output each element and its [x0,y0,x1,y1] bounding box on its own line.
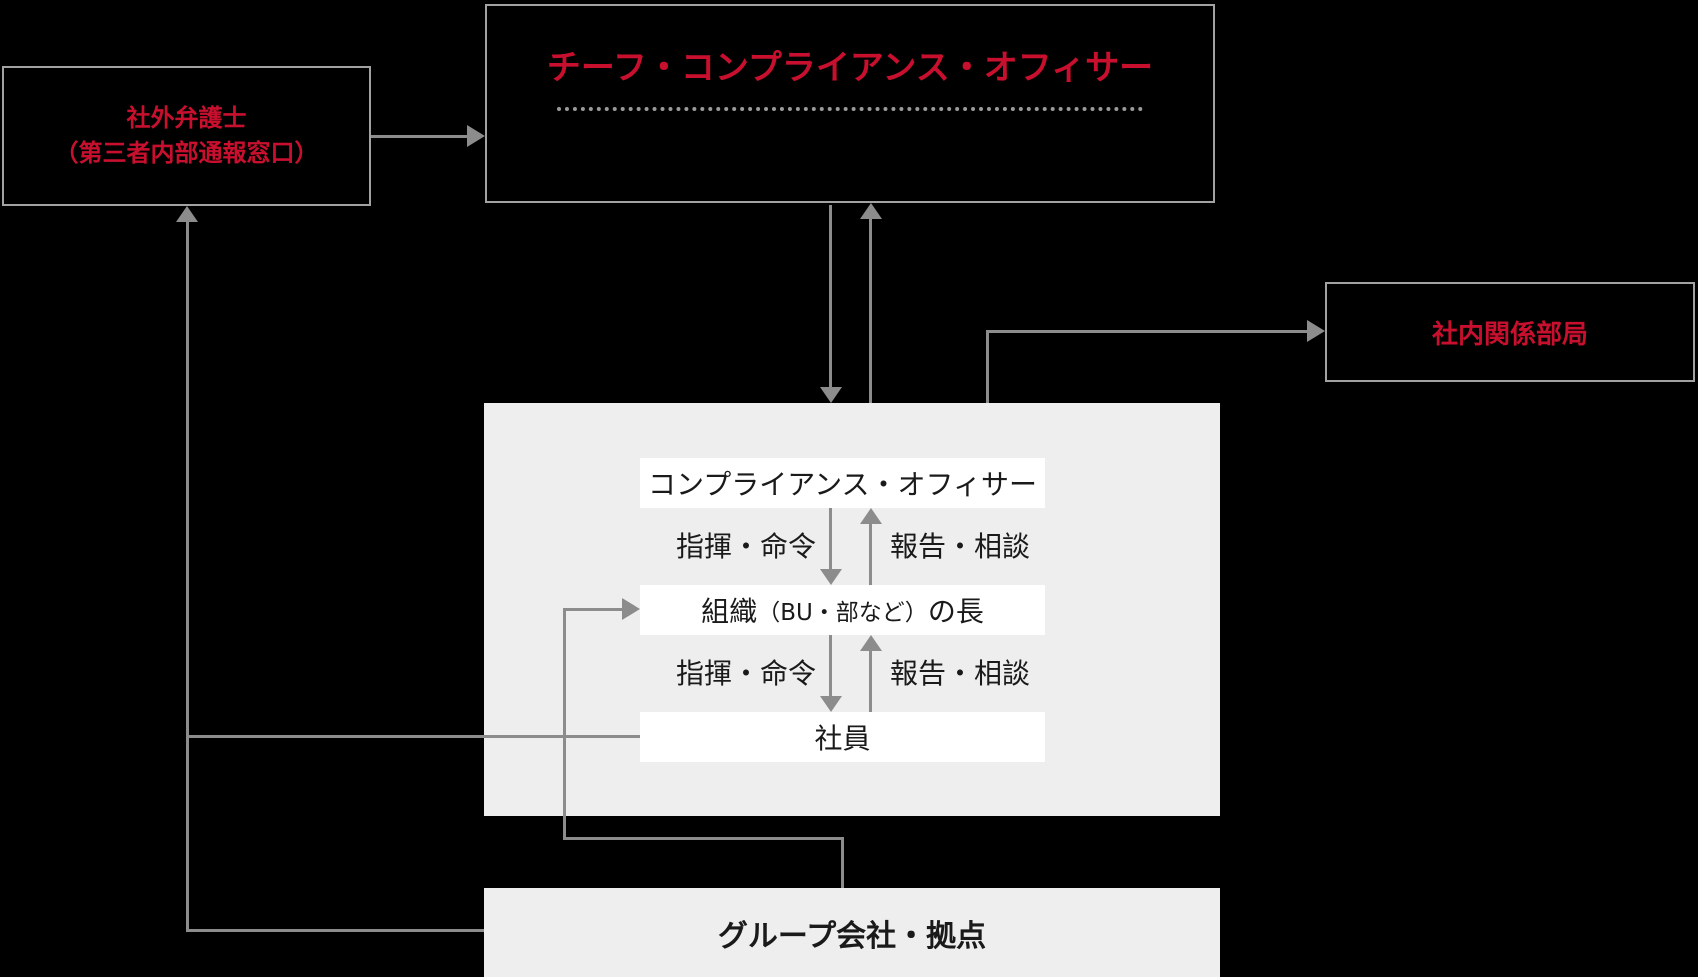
row1-up-line [869,524,872,585]
cco-to-panel-line [829,205,832,387]
panel-to-internal-vline [986,331,989,403]
org-head-paren: （BU・部など） [757,600,928,626]
row2-report-label: 報告・相談 [890,657,1031,690]
panel-to-cco-arrowhead-icon [860,203,882,219]
employees-box: 社員 [640,712,1045,762]
report-to-lawyer-arrowhead-icon [176,206,198,222]
lawyer-to-cco-arrowhead-icon [467,125,485,147]
row2-down-arrowhead-icon [820,696,842,712]
group-to-org-bottom-hline [563,837,844,840]
row1-report-label: 報告・相談 [890,530,1031,563]
dotted-separator [557,107,1143,111]
row2-up-line [869,651,872,712]
group-to-org-arrowhead-icon [622,598,640,620]
employees-to-lawyer-hline [186,735,640,738]
row2-command-label: 指揮・命令 [675,657,816,690]
external-lawyer-box: 社外弁護士 （第三者内部通報窓口） [2,66,371,206]
org-head-box: 組織（BU・部など）の長 [640,585,1045,635]
compliance-officer-label: コンプライアンス・オフィサー [648,468,1037,501]
lawyer-to-cco-line [371,135,467,138]
external-lawyer-line1: 社外弁護士 [126,104,247,132]
group-to-org-vline [563,608,566,840]
compliance-officer-box: コンプライアンス・オフィサー [640,458,1045,508]
chief-compliance-officer-box: チーフ・コンプライアンス・オフィサー [485,4,1215,203]
panel-to-cco-line [869,219,872,403]
org-head-prefix: 組織 [701,595,758,628]
group-companies-label: グループ会社・拠点 [717,918,987,954]
chief-compliance-officer-title: チーフ・コンプライアンス・オフィサー [546,48,1154,88]
external-lawyer-line2: （第三者内部通報窓口） [54,139,319,167]
panel-to-internal-arrowhead-icon [1307,320,1325,342]
group-to-lawyer-hline [186,929,484,932]
row1-command-label: 指揮・命令 [675,530,816,563]
group-to-org-top-hline [563,608,622,611]
cco-to-panel-arrowhead-icon [820,387,842,403]
row2-up-arrowhead-icon [860,635,882,651]
internal-departments-label: 社内関係部局 [1431,319,1588,350]
row1-up-arrowhead-icon [860,508,882,524]
employees-label: 社員 [814,722,871,755]
group-to-org-riser-vline [841,837,844,888]
group-companies-box: グループ会社・拠点 [484,888,1220,977]
row2-down-line [829,635,832,696]
internal-departments-box: 社内関係部局 [1325,282,1695,382]
panel-to-internal-hline [986,330,1310,333]
org-head-suffix: の長 [927,595,984,628]
row1-down-arrowhead-icon [820,569,842,585]
row1-down-line [829,508,832,569]
report-to-lawyer-vline [186,222,189,931]
